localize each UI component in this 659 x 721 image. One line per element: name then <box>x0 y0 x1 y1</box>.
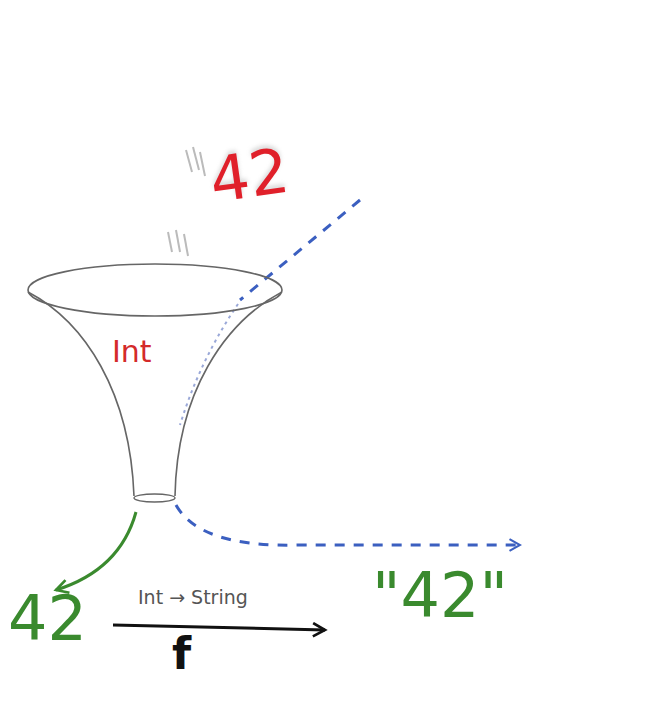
path-out <box>176 505 520 545</box>
function-arrow <box>113 625 325 630</box>
funnel-rim <box>28 264 282 316</box>
result-value: "42" <box>372 565 508 627</box>
type-signature: Int → String <box>138 588 248 607</box>
function-name: f <box>172 632 191 676</box>
output-value: 42 <box>8 588 87 650</box>
funnel-outline <box>25 262 285 512</box>
output-arrow <box>56 512 136 590</box>
type-label: Int <box>112 337 152 367</box>
motion-streaks <box>168 147 205 256</box>
funnel-spout <box>134 494 175 502</box>
funnel-sides <box>28 292 282 496</box>
funnel: Int <box>25 262 285 512</box>
input-value: 42 <box>206 140 293 212</box>
path-in <box>240 200 360 300</box>
